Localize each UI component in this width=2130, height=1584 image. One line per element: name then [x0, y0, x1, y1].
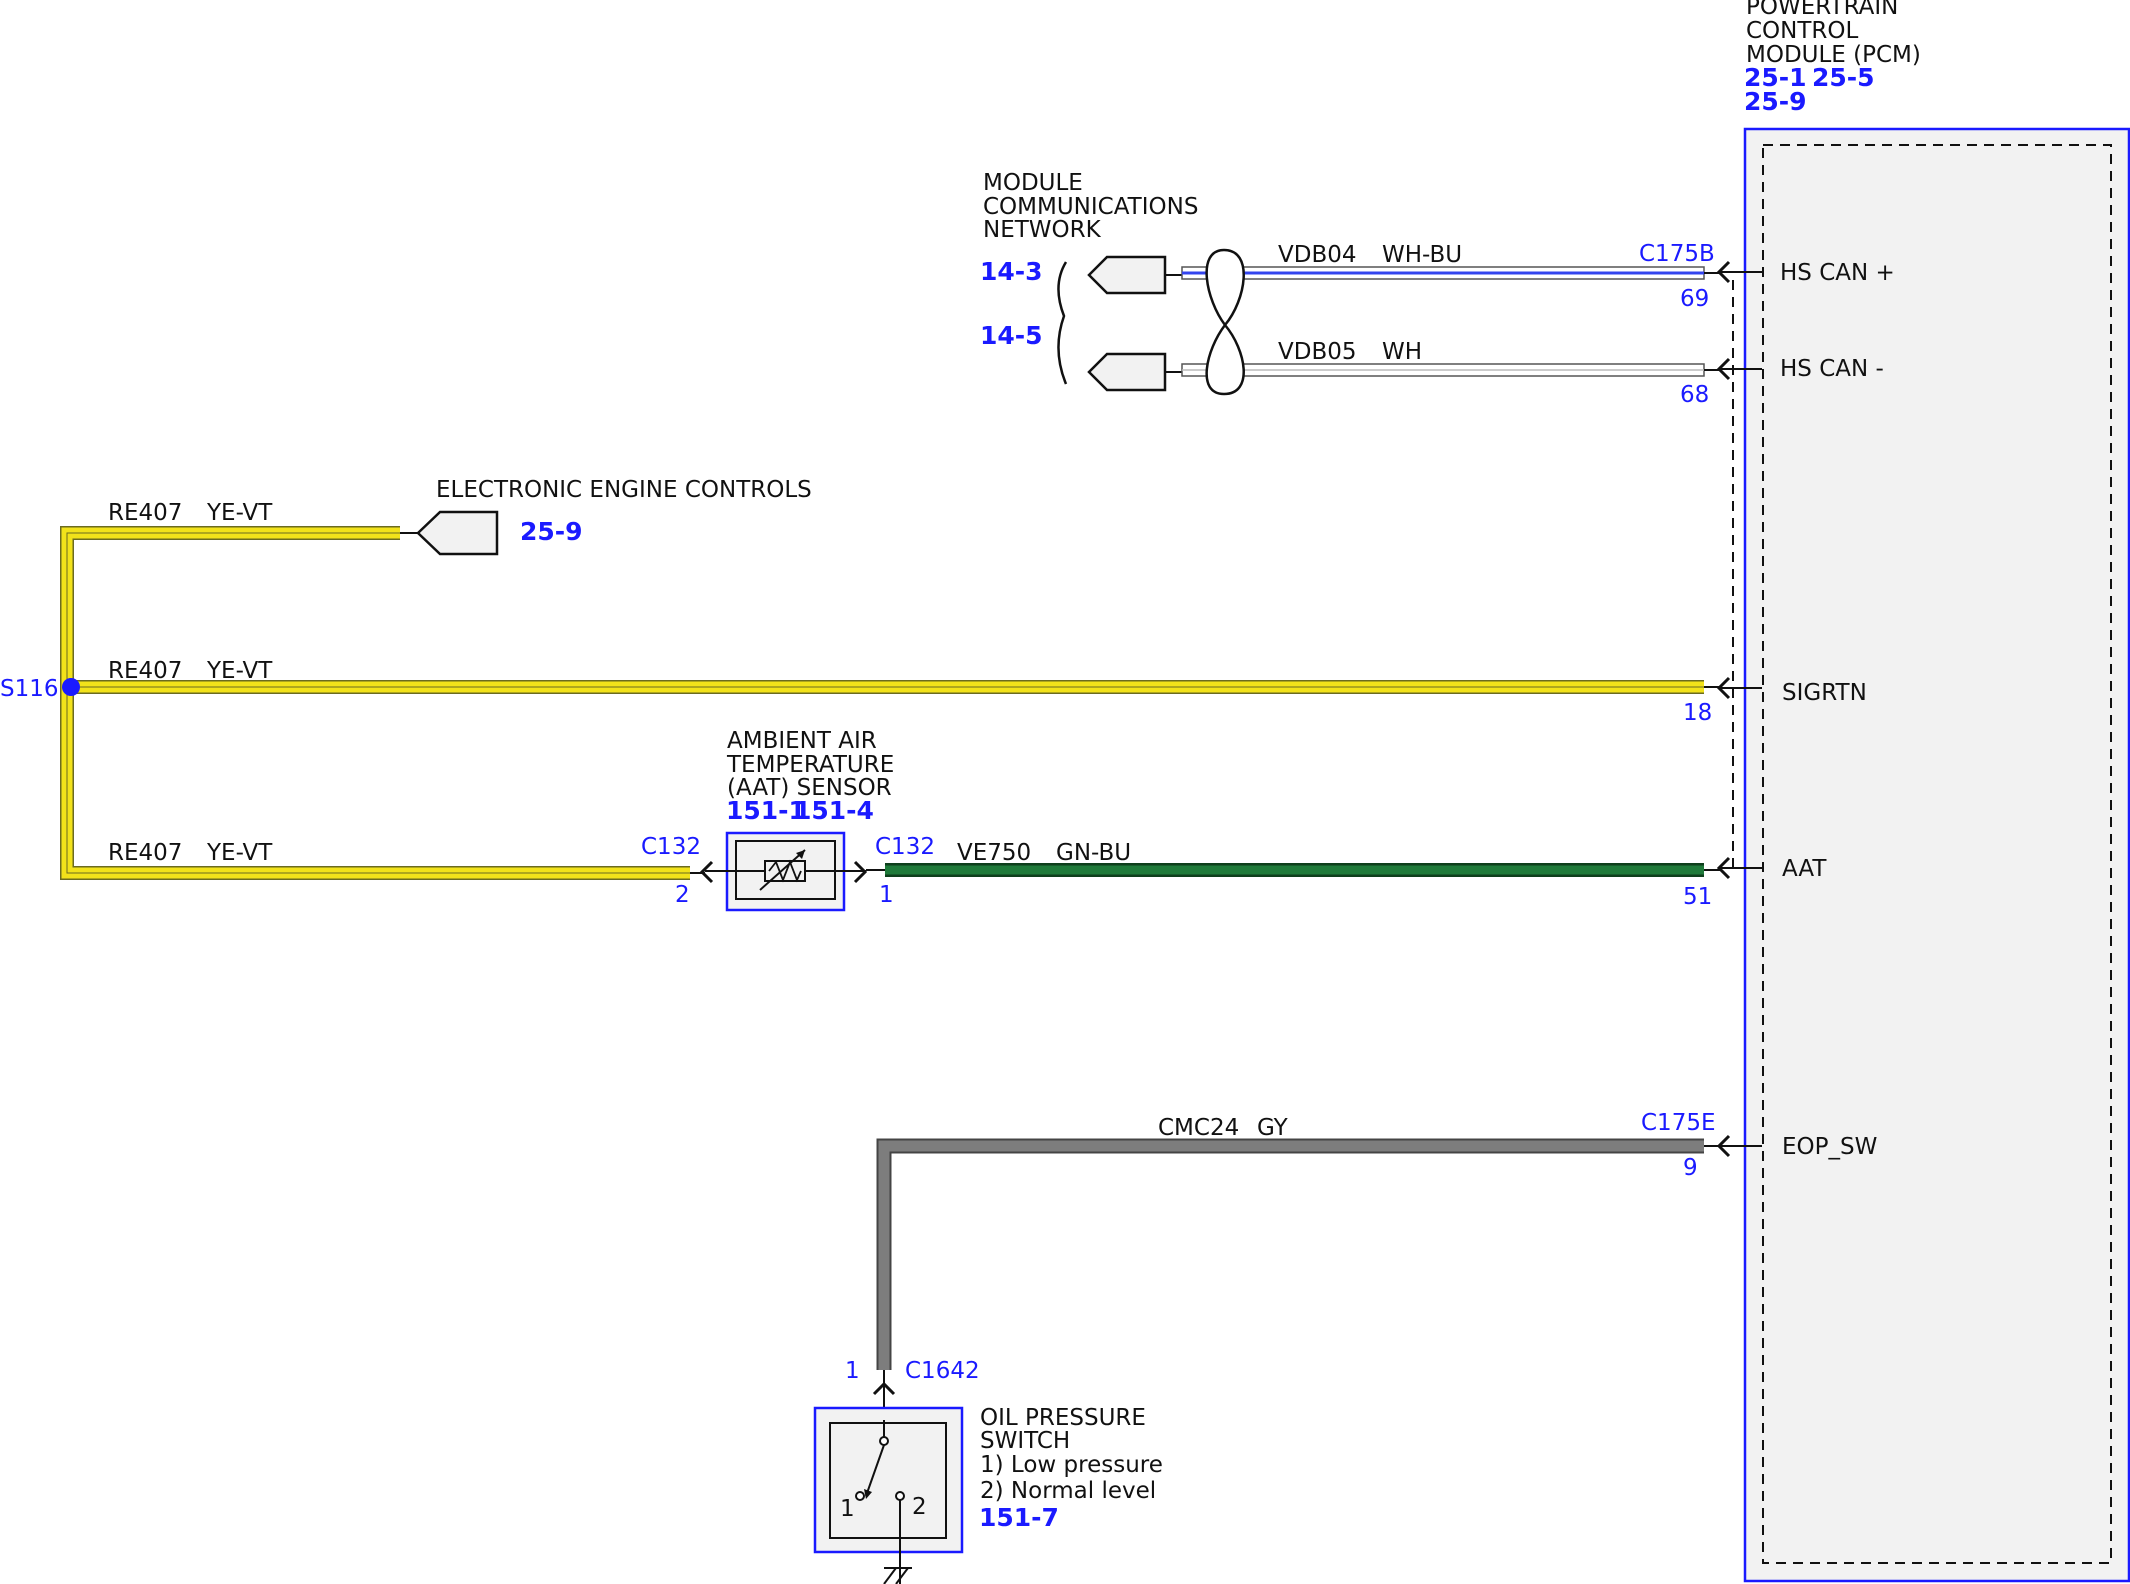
pcm-title-line-3: MODULE (PCM)	[1746, 42, 1921, 68]
cmc24-pin-number: 9	[1683, 1155, 1698, 1181]
twisted-pair-wires	[1181, 248, 1721, 396]
c1642-pin-number: 1	[845, 1358, 860, 1384]
re407-mid-pin-number: 18	[1683, 700, 1712, 726]
oil-switch-title-line-1: OIL PRESSURE	[980, 1405, 1146, 1431]
eec-connector-icon	[416, 510, 499, 556]
splice-s116-label: S116	[0, 676, 59, 702]
pin-label-aat: AAT	[1782, 856, 1827, 882]
switch-contact-1: 1	[840, 1496, 855, 1522]
ve750-right-pin-number: 51	[1683, 884, 1712, 910]
re407-wiring	[60, 526, 1721, 880]
pcm-title-line-2: CONTROL	[1746, 18, 1859, 44]
aat-title-line-1: AMBIENT AIR	[727, 728, 877, 754]
pcm-title-line-1: POWERTRAIN	[1746, 0, 1898, 20]
switch-contact-2: 2	[912, 1494, 927, 1520]
re407-low-wire-color: YE-VT	[206, 840, 273, 866]
splice-s116-dot	[62, 678, 80, 696]
pcm-ref-25-9[interactable]: 25-9	[1744, 87, 1807, 116]
c132-left-pin-number: 2	[675, 882, 690, 908]
c132-right-connector-label: C132	[875, 834, 935, 860]
re407-top-wire-color: YE-VT	[206, 500, 273, 526]
pcm-module: POWERTRAIN CONTROL MODULE (PCM) 25-1 25-…	[1721, 0, 2130, 1583]
hs-can-plus-connector-icon	[1087, 255, 1167, 295]
pcm-ref-25-1[interactable]: 25-1	[1744, 63, 1807, 92]
vdb04-wire-color: WH-BU	[1382, 242, 1462, 268]
ve750-left-pin-number: 1	[879, 882, 894, 908]
aat-ref-151-4[interactable]: 151-4	[794, 796, 874, 825]
c132-left-connector-label: C132	[641, 834, 701, 860]
network-ref-14-3[interactable]: 14-3	[980, 257, 1043, 286]
vdb04-pin-number: 69	[1680, 286, 1709, 312]
cmc24-wire-color: GY	[1257, 1115, 1289, 1141]
eec-title: ELECTRONIC ENGINE CONTROLS	[436, 477, 812, 503]
c1642-connector-label: C1642	[905, 1358, 980, 1384]
re407-mid-circuit-code: RE407	[108, 658, 182, 684]
re407-mid-wire-color: YE-VT	[206, 658, 273, 684]
cmc24-wire	[872, 1138, 1721, 1420]
pin-label-sigrtn: SIGRTN	[1782, 680, 1867, 706]
re407-top-circuit-code: RE407	[108, 500, 182, 526]
vdb05-pin-number: 68	[1680, 382, 1709, 408]
ve750-circuit-code: VE750	[957, 840, 1031, 866]
module-communications-network: MODULE COMMUNICATIONS NETWORK 14-3 14-5	[980, 170, 1198, 392]
oil-switch-title-line-2: SWITCH	[980, 1428, 1070, 1454]
network-title-line-2: COMMUNICATIONS	[983, 194, 1198, 220]
aat-sensor	[699, 831, 868, 912]
aat-title-line-3: (AAT) SENSOR	[727, 775, 892, 801]
oil-switch-ref-151-7[interactable]: 151-7	[979, 1503, 1059, 1532]
pin-label-hs-can-plus: HS CAN +	[1780, 260, 1895, 286]
hs-can-minus-connector-icon	[1087, 352, 1167, 392]
pcm-connector-chevrons	[1716, 260, 1731, 1158]
aat-ref-151-1[interactable]: 151-1	[726, 796, 806, 825]
oil-switch-state-1: 1) Low pressure	[980, 1452, 1163, 1478]
network-title-line-3: NETWORK	[983, 217, 1102, 243]
c175b-connector-label: C175B	[1639, 241, 1715, 267]
pin-label-hs-can-minus: HS CAN -	[1780, 356, 1884, 382]
pcm-ref-25-5[interactable]: 25-5	[1812, 63, 1875, 92]
c175e-connector-label: C175E	[1641, 1110, 1716, 1136]
network-title-line-1: MODULE	[983, 170, 1083, 196]
re407-low-circuit-code: RE407	[108, 840, 182, 866]
vdb04-circuit-code: VDB04	[1278, 242, 1357, 268]
eec-ref-25-9[interactable]: 25-9	[520, 517, 583, 546]
ve750-wire-color: GN-BU	[1056, 840, 1131, 866]
cmc24-circuit-code: CMC24	[1158, 1115, 1239, 1141]
oil-pressure-switch	[813, 1406, 964, 1584]
pin-label-eop-sw: EOP_SW	[1782, 1134, 1877, 1160]
vdb05-wire-color: WH	[1382, 339, 1422, 365]
network-ref-14-5[interactable]: 14-5	[980, 321, 1043, 350]
oil-switch-state-2: 2) Normal level	[980, 1478, 1156, 1504]
aat-title-line-2: TEMPERATURE	[726, 752, 894, 778]
vdb05-circuit-code: VDB05	[1278, 339, 1357, 365]
